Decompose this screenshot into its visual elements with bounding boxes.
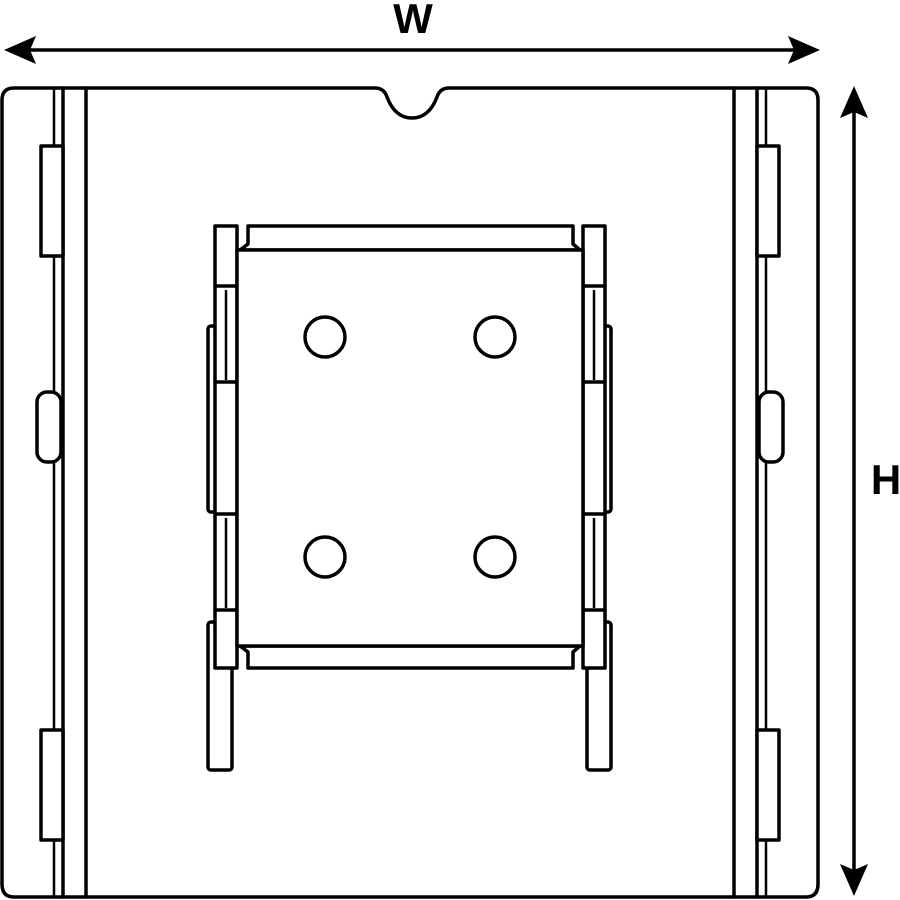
left-clip-top	[39, 144, 65, 258]
right-tab-middle	[757, 390, 785, 464]
mounting-hole-bottom-right	[473, 535, 517, 579]
height-arrow-top	[840, 86, 868, 118]
width-dimension: W	[4, 0, 820, 64]
mounting-hole-top-right	[473, 315, 517, 359]
top-cross-strap	[238, 224, 582, 252]
right-bracket	[581, 224, 613, 772]
right-clip-bottom	[755, 728, 781, 842]
center-mounting-plate	[235, 248, 585, 648]
height-arrow-bottom	[840, 864, 868, 896]
left-clip-bottom	[39, 728, 65, 842]
left-tab-middle	[35, 390, 63, 464]
height-label: H	[871, 456, 900, 503]
right-clip-top	[755, 144, 781, 258]
width-arrow-right	[788, 36, 820, 64]
mounting-hole-top-left	[303, 315, 347, 359]
mounting-hole-bottom-left	[303, 535, 347, 579]
width-arrow-left	[4, 36, 36, 64]
bottom-cross-strap	[238, 644, 582, 670]
width-label: W	[393, 0, 433, 42]
height-dimension: H	[840, 86, 900, 896]
